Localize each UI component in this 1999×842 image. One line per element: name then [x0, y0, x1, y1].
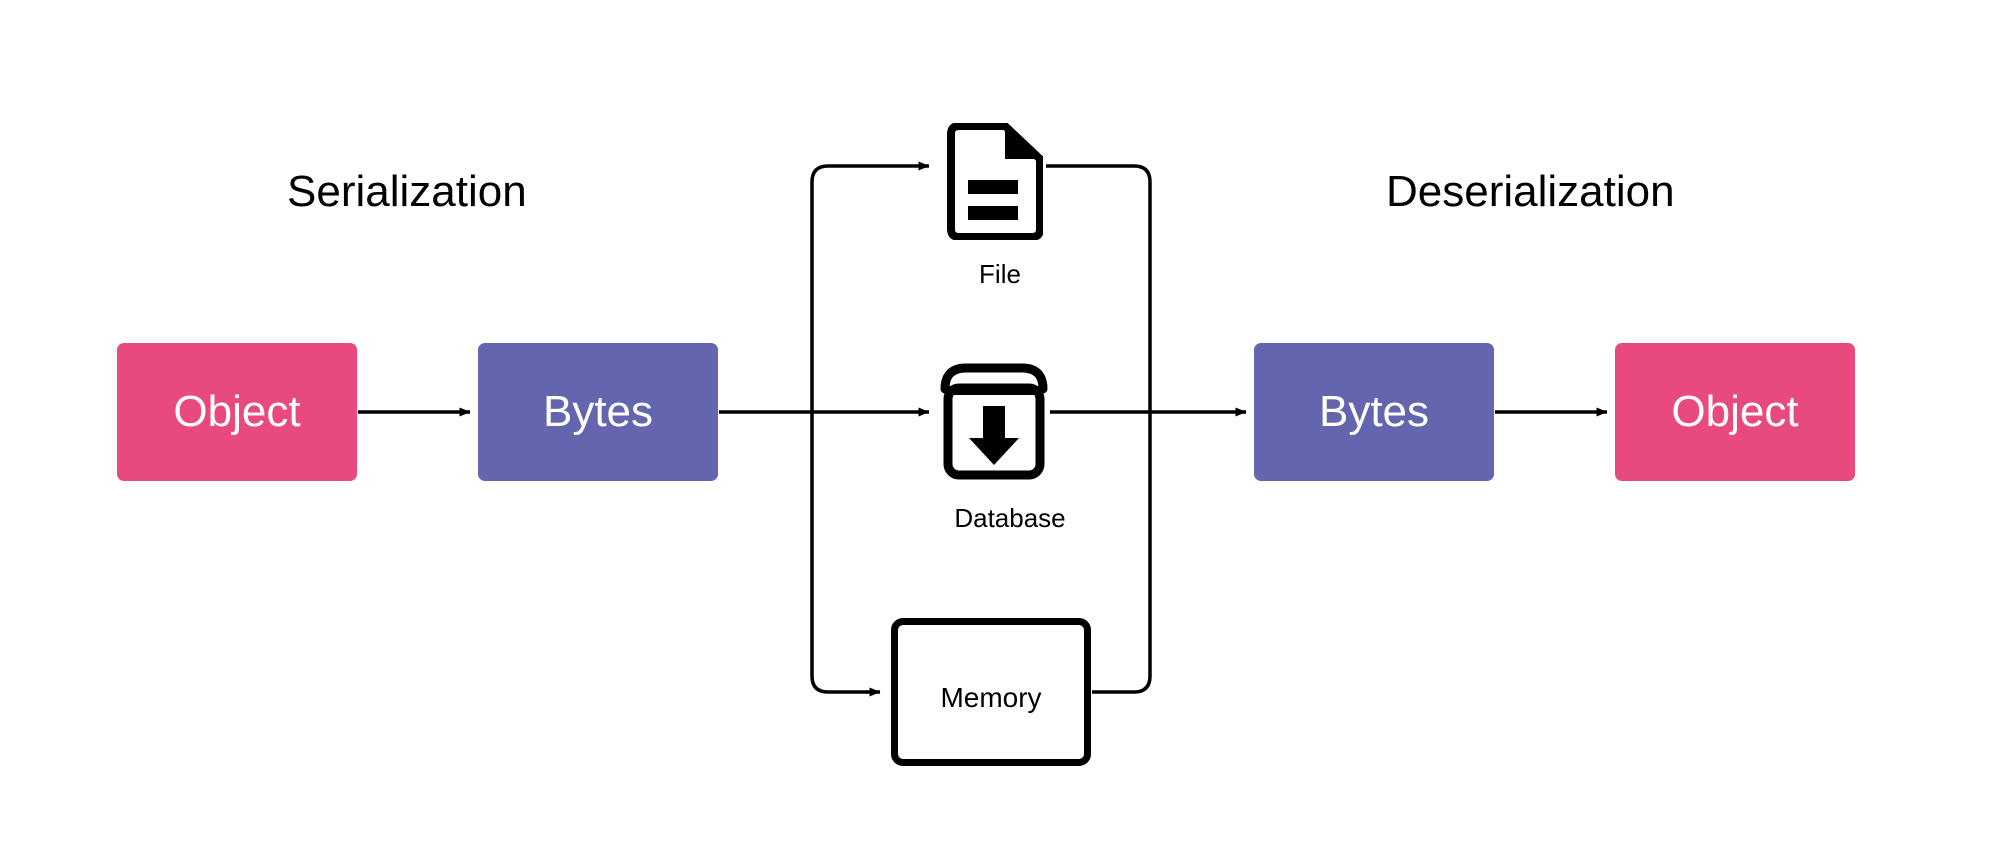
node-object-right-label: Object — [1671, 387, 1799, 436]
memory-label: Memory — [940, 682, 1042, 713]
database-label: Database — [954, 503, 1066, 533]
node-bytes-left[interactable]: Bytes — [478, 343, 718, 481]
merge-from-memory — [1092, 412, 1152, 694]
node-object-left-label: Object — [173, 387, 301, 436]
section-title-deserialization: Deserialization — [1386, 167, 1675, 216]
memory-box[interactable] — [891, 618, 1091, 766]
database-icon — [938, 362, 1050, 480]
node-bytes-left-label: Bytes — [542, 387, 654, 436]
section-title-serialization: Serialization — [287, 167, 527, 216]
node-object-left[interactable]: Object — [117, 343, 357, 481]
node-bytes-right-label: Bytes — [1318, 387, 1430, 436]
node-object-right[interactable]: Object — [1615, 343, 1855, 481]
file-icon — [943, 122, 1044, 241]
node-bytes-right[interactable]: Bytes — [1254, 343, 1494, 481]
branch-down-to-memory — [810, 412, 881, 697]
file-label: File — [979, 259, 1021, 289]
